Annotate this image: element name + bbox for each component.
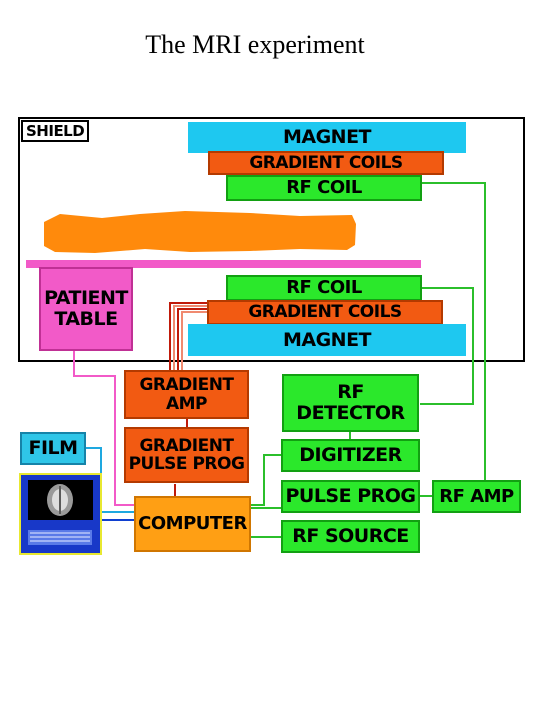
workstation-monitor-icon — [19, 473, 102, 555]
magnet-bottom: MAGNET — [188, 324, 466, 356]
gradient-bundle-wires — [169, 302, 207, 372]
magnet-top: MAGNET — [188, 122, 466, 153]
patient-table: PATIENT TABLE — [39, 267, 133, 351]
shield-enclosure — [18, 117, 525, 362]
gradient-coils-top: GRADIENT COILS — [208, 151, 444, 175]
computer: COMPUTER — [134, 496, 251, 552]
rfcoil-bottom-to-detector-wire — [420, 287, 474, 405]
rf-amp: RF AMP — [432, 480, 521, 513]
rfcoil-top-to-rfamp-wire — [422, 182, 486, 481]
gradient-amp: GRADIENT AMP — [124, 370, 249, 419]
table-to-computer-wire — [73, 350, 135, 506]
patient-table-top — [26, 260, 421, 268]
shield-label: SHIELD — [21, 120, 89, 142]
pulse-prog: PULSE PROG — [281, 480, 420, 513]
patient-silhouette — [44, 211, 356, 253]
digitizer: DIGITIZER — [281, 439, 420, 472]
rf-source: RF SOURCE — [281, 520, 420, 553]
rf-coil-bottom: RF COIL — [226, 275, 422, 301]
rf-coil-top: RF COIL — [226, 175, 422, 201]
rf-detector: RF DETECTOR — [282, 374, 419, 432]
film: FILM — [20, 432, 86, 465]
digitizer-to-computer-wire — [251, 454, 281, 506]
gradient-pulse-prog: GRADIENT PULSE PROG — [124, 427, 249, 483]
diagram-title: The MRI experiment — [145, 30, 365, 59]
gradient-coils-bottom: GRADIENT COILS — [207, 300, 443, 325]
